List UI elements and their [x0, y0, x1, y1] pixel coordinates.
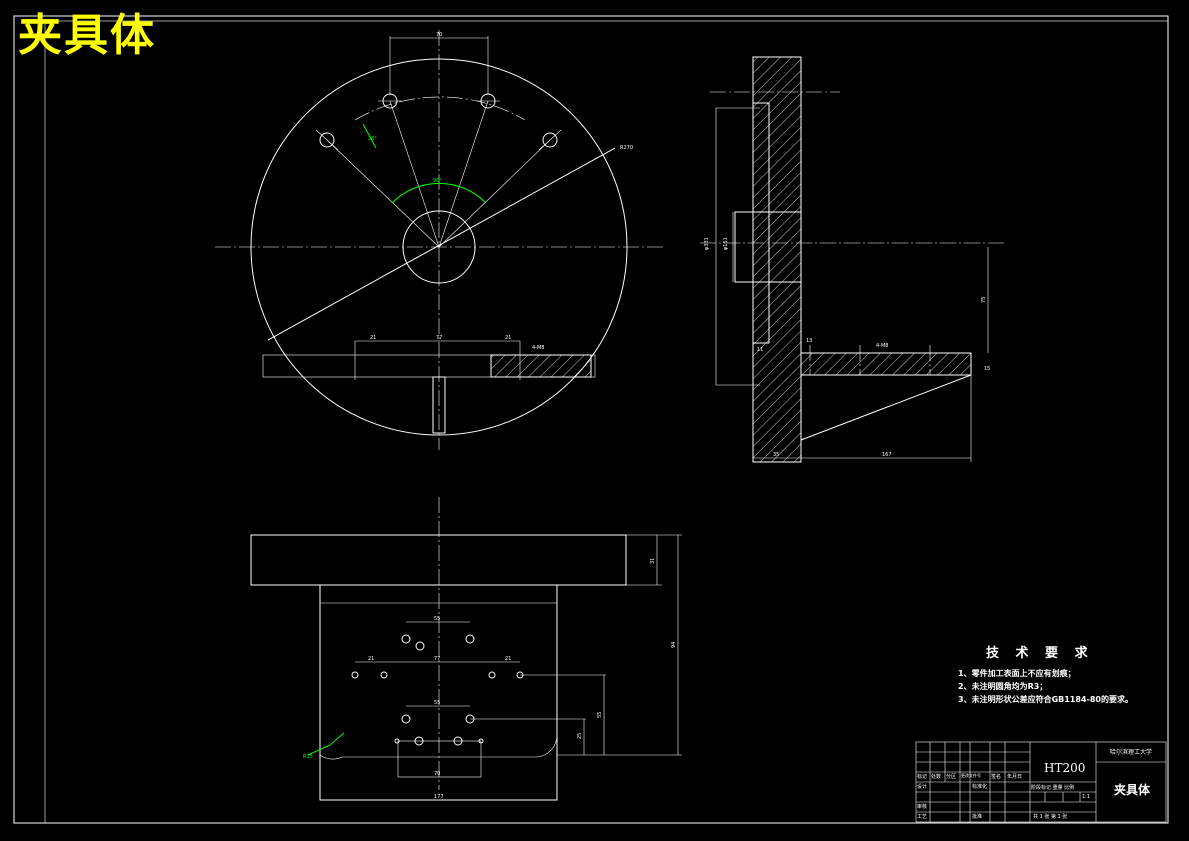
dim-side-inner: φ151: [723, 237, 729, 250]
row-label-count: 处数: [931, 774, 942, 780]
scale-label: 1:1: [1082, 794, 1091, 800]
dim-slot-left: 21: [370, 335, 376, 341]
dim-side-base-right: 167: [882, 452, 892, 458]
tech-req-heading: 技 术 要 求: [986, 646, 1094, 661]
row-label-zone: 分区: [946, 774, 957, 780]
dim-side-base-left: 35: [773, 452, 779, 458]
dim-plan-mid-right: 21: [505, 656, 511, 662]
technical-requirements: 技 术 要 求 1、零件加工表面上不应有划痕； 2、未注明圆角均为R3； 3、未…: [958, 642, 1133, 706]
dim-plan-total: 94: [671, 642, 677, 648]
dim-thread: 4-M8: [532, 345, 544, 351]
dim-plan-mid-center: 77: [434, 656, 440, 662]
dim-side-small: 11: [757, 347, 763, 353]
dim-side-thread: 4-M8: [876, 343, 888, 349]
dim-fillet: R15: [303, 754, 313, 760]
dim-plan-height-right: 31: [650, 558, 656, 564]
designer-label: 设计: [917, 784, 928, 790]
front-view: 70 90° 28° R270 21 77 21 4-M8: [215, 30, 663, 450]
tech-req-item-2: 2、未注明圆角均为R3；: [958, 682, 1048, 691]
process-label: 工艺: [917, 814, 928, 820]
tech-req-item-1: 1、零件加工表面上不应有划痕；: [958, 669, 1076, 678]
plan-view: 55 21 77 21 55 70 31 94 55 25 177 R15: [250, 497, 682, 801]
sheet-info: 共 1 张 第 1 张: [1033, 814, 1068, 820]
dim-plan-inner2: 25: [577, 733, 583, 739]
row-label-sign: 签名: [991, 774, 1002, 780]
title-block-grid: [915, 741, 1167, 823]
dim-side-small-top: 13: [806, 338, 812, 344]
stage-labels: 阶段标记 重量 比例: [1031, 785, 1075, 791]
part-name-label: 夹具体: [1114, 783, 1151, 797]
dim-side-depth: 75: [981, 297, 987, 303]
dim-angle-center: 90°: [433, 178, 442, 184]
tech-req-item-3: 3、未注明形状公差应符合GB1184-80的要求。: [958, 695, 1133, 704]
standardize-label: 标准化: [972, 784, 988, 790]
row-label-mark: 标记: [917, 774, 928, 780]
school-label: 哈尔滨理工大学: [1110, 749, 1153, 756]
dim-plan-hole-low: 55: [434, 700, 440, 706]
dim-slot-right: 21: [505, 335, 511, 341]
dim-plan-width: 177: [434, 794, 444, 800]
dim-side-step: 15: [984, 366, 990, 372]
dim-plan-hole-top: 55: [434, 616, 440, 622]
dim-angle-outer: 28°: [368, 136, 377, 142]
dim-plan-low-span: 70: [434, 771, 440, 777]
sheet-inner-border: [44, 20, 1169, 824]
drawing-title: 夹具体: [18, 10, 156, 61]
dim-outer-radius: R270: [620, 145, 633, 151]
material-label: HT200: [1044, 761, 1086, 775]
dim-slot-center: 77: [436, 335, 442, 341]
row-label-date: 年月日: [1007, 774, 1023, 780]
dim-top-spacing: 70: [436, 32, 442, 38]
side-view: φ331 φ151 75 35 167 13 11 15 4-M8: [700, 56, 1004, 463]
dim-side-height: φ331: [704, 237, 710, 250]
row-label-doc: 更改文件号: [961, 773, 981, 778]
dim-plan-inner1: 55: [597, 712, 603, 718]
review-label: 审核: [917, 804, 928, 810]
approve-label: 批准: [972, 814, 983, 820]
dim-plan-mid-left: 21: [368, 656, 374, 662]
